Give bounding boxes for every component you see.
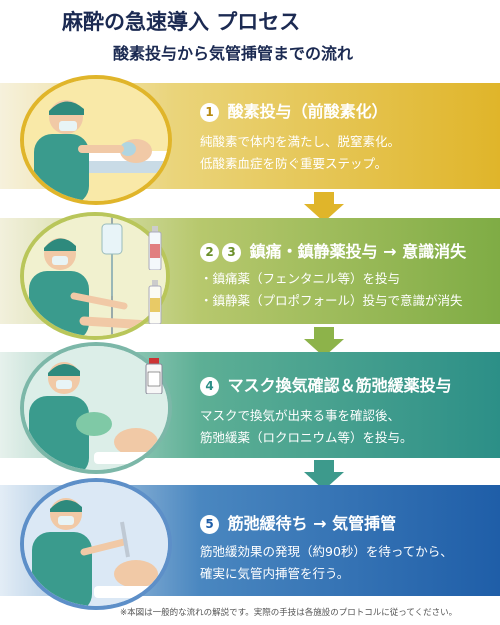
step-5-line-2: 確実に気管内挿管を行う。 bbox=[200, 566, 350, 581]
step-4-description: マスクで換気が出来る事を確認後、 筋弛緩薬（ロクロニウム等）を投与。 bbox=[200, 405, 413, 449]
step-4-title-text: マスク換気確認＆筋弛緩薬投与 bbox=[227, 376, 452, 395]
propofol-vial-icon bbox=[148, 280, 162, 324]
down-arrow-icon bbox=[304, 192, 344, 222]
step-4-number: 4 bbox=[200, 377, 219, 396]
page-title: 麻酔の急速導入 プロセス bbox=[62, 10, 301, 34]
step-1-number: 1 bbox=[200, 103, 219, 122]
step-4-line-1: マスクで換気が出来る事を確認後、 bbox=[200, 408, 401, 423]
step-2-title-text: 鎮痛・鎮静薬投与 → 意識消失 bbox=[249, 242, 467, 261]
page-subtitle: 酸素投与から気管挿管までの流れ bbox=[113, 44, 354, 63]
step-5-line-1: 筋弛緩効果の発現（約90秒）を待ってから、 bbox=[200, 544, 453, 559]
step-1-title-text: 酸素投与（前酸素化） bbox=[227, 102, 388, 121]
fentanyl-vial-icon bbox=[148, 226, 162, 270]
step-2-line-1: ・鎮痛薬（フェンタニル等）を投与 bbox=[200, 271, 401, 286]
step-1-title: 1 酸素投与（前酸素化） bbox=[200, 98, 388, 122]
footnote: ※本図は一般的な流れの解説です。実際の手技は各施設のプロトコルに従ってください。 bbox=[120, 608, 458, 618]
oxygen-mask-illustration-icon bbox=[20, 75, 172, 205]
step-2-line-2: ・鎮静薬（プロポフォール）投与で意識が消失 bbox=[200, 293, 463, 308]
intubation-illustration-icon bbox=[20, 478, 172, 610]
down-arrow-icon bbox=[304, 460, 344, 490]
rocuronium-vial-icon bbox=[145, 358, 163, 394]
step-4-line-2: 筋弛緩薬（ロクロニウム等）を投与。 bbox=[200, 430, 413, 445]
iv-drip-illustration-icon bbox=[20, 212, 170, 340]
step-3-number: 3 bbox=[222, 243, 241, 262]
step-5-description: 筋弛緩効果の発現（約90秒）を待ってから、 確実に気管内挿管を行う。 bbox=[200, 541, 453, 585]
step-2-number: 2 bbox=[200, 243, 219, 262]
step-1-line-2: 低酸素血症を防ぐ重要ステップ。 bbox=[200, 156, 388, 171]
step-4-title: 4 マスク換気確認＆筋弛緩薬投与 bbox=[200, 372, 452, 396]
down-arrow-icon bbox=[304, 327, 344, 357]
step-5-title-text: 筋弛緩待ち → 気管挿管 bbox=[227, 514, 397, 533]
step-2-description: ・鎮痛薬（フェンタニル等）を投与 ・鎮静薬（プロポフォール）投与で意識が消失 bbox=[200, 268, 463, 312]
bag-mask-ventilation-illustration-icon bbox=[20, 342, 172, 474]
step-5-number: 5 bbox=[200, 515, 219, 534]
step-5-title: 5 筋弛緩待ち → 気管挿管 bbox=[200, 510, 396, 534]
step-1-line-1: 純酸素で体内を満たし、脱窒素化。 bbox=[200, 134, 401, 149]
step-1-description: 純酸素で体内を満たし、脱窒素化。 低酸素血症を防ぐ重要ステップ。 bbox=[200, 131, 400, 175]
